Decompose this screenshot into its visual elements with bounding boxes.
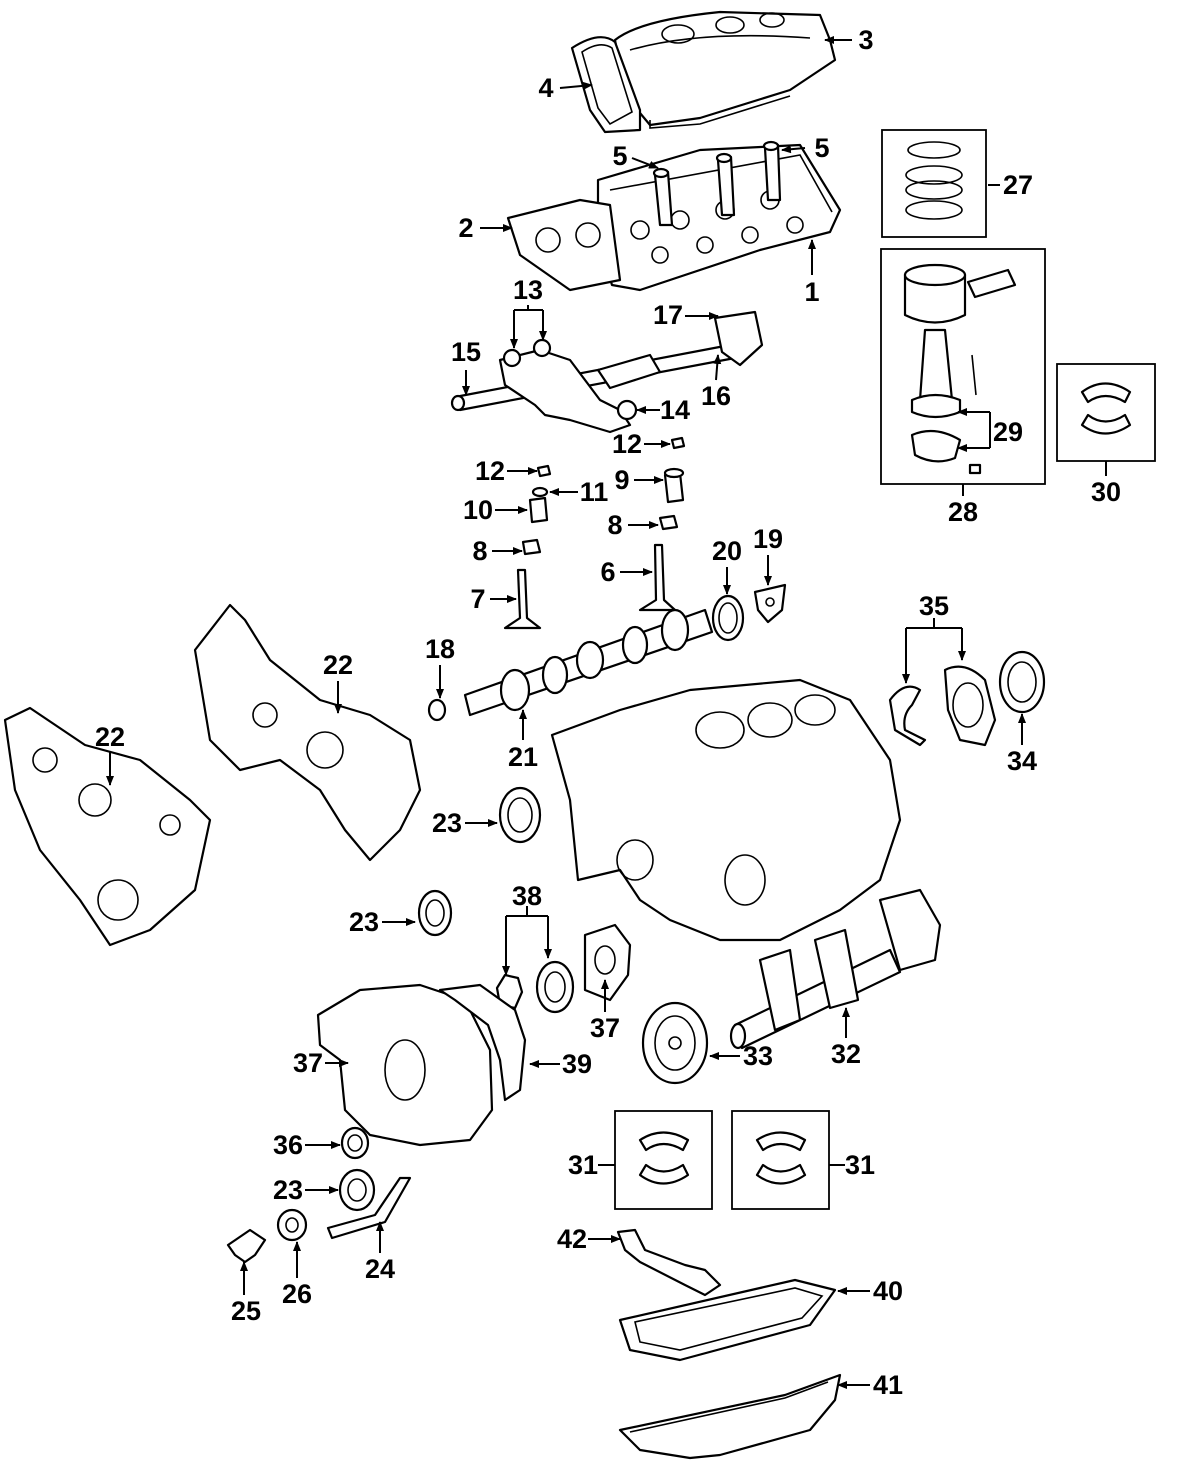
callout-19: 19: [753, 524, 783, 554]
inner-timing-cover-part: [193, 603, 422, 862]
callout-1: 1: [804, 277, 819, 307]
conrod-bearing-part: [1080, 382, 1132, 435]
callout-31-right: 31: [845, 1150, 875, 1180]
piston-rings-box: [881, 129, 987, 238]
head-gasket-part: [506, 198, 622, 292]
cam-plug-part: [427, 698, 447, 722]
callout-25: 25: [231, 1296, 261, 1326]
callout-5-left: 5: [612, 141, 627, 171]
callout-35: 35: [919, 591, 949, 621]
callout-38: 38: [512, 881, 542, 911]
callout-12-right: 12: [612, 429, 642, 459]
crank-sprocket-part: [417, 889, 453, 937]
camshaft-part: [463, 608, 714, 717]
callout-41: 41: [873, 1370, 903, 1400]
chain-guide-part: [326, 1176, 412, 1240]
rocker-arm-assembly-part: [450, 310, 764, 434]
callout-13: 13: [513, 275, 543, 305]
callout-42: 42: [557, 1224, 587, 1254]
callout-23-idler: 23: [273, 1175, 303, 1205]
callout-37-cover: 37: [293, 1048, 323, 1078]
camshaft-seal-part: [711, 594, 745, 642]
callout-17: 17: [653, 300, 683, 330]
crankshaft-damper-part: [641, 1001, 709, 1085]
callout-22-left: 22: [95, 722, 125, 752]
callout-31-left: 31: [568, 1150, 598, 1180]
bearing-box: [1056, 363, 1156, 462]
callout-37-pump: 37: [590, 1013, 620, 1043]
idler-pulley-part: [338, 1168, 376, 1212]
valve-cover-gasket-part: [570, 36, 642, 134]
engine-block-part: [550, 678, 902, 942]
callout-labels: 3 4 5 5 2 1 27 28 29 30 13 17 15 16 14 1…: [95, 25, 1121, 1400]
callout-24: 24: [365, 1254, 395, 1284]
valve-cover-part: [613, 10, 837, 129]
main-bearing-lower-part: [755, 1131, 807, 1185]
callout-15: 15: [451, 337, 481, 367]
callout-23-cam: 23: [432, 808, 462, 838]
tensioner-pulley-part: [276, 1208, 308, 1242]
piston-rings-part: [905, 141, 963, 220]
callout-29: 29: [993, 417, 1023, 447]
callout-18: 18: [425, 634, 455, 664]
callout-11: 11: [580, 477, 609, 507]
callout-8-right: 8: [607, 510, 622, 540]
callout-9: 9: [614, 465, 629, 495]
callout-12-left: 12: [475, 456, 505, 486]
callout-39: 39: [562, 1049, 592, 1079]
rear-main-seal-part: [998, 650, 1046, 714]
callout-20: 20: [712, 536, 742, 566]
main-bearings-box-right: [731, 1110, 830, 1210]
main-bearings-box-left: [614, 1110, 713, 1210]
intake-valve-part: [503, 568, 542, 630]
chain-tensioner-part: [226, 1228, 267, 1264]
crankshaft-part: [729, 888, 942, 1050]
callout-21: 21: [508, 742, 538, 772]
exhaust-valve-part: [638, 543, 677, 612]
main-bearing-upper-part: [638, 1131, 690, 1185]
valve-keepers-part: [536, 436, 686, 478]
oil-pan-gasket-part: [618, 1278, 837, 1362]
thrust-plate-part: [753, 583, 787, 624]
callout-2: 2: [458, 213, 473, 243]
callout-34: 34: [1007, 746, 1037, 776]
callout-30: 30: [1091, 477, 1121, 507]
callout-4: 4: [538, 73, 553, 103]
callout-32: 32: [831, 1039, 861, 1069]
spring-retainer-part: [521, 514, 679, 556]
rear-seal-retainer-part: [888, 665, 997, 747]
callout-7: 7: [470, 584, 485, 614]
callout-26: 26: [282, 1279, 312, 1309]
oil-pickup-tube-part: [616, 1228, 722, 1297]
spark-plug-tube-part: [652, 140, 782, 227]
outer-timing-cover-part: [3, 706, 212, 947]
callout-28: 28: [948, 497, 978, 527]
callout-23-crank: 23: [349, 907, 379, 937]
callout-36: 36: [273, 1130, 303, 1160]
callout-8-left: 8: [472, 536, 487, 566]
callout-27: 27: [1003, 170, 1033, 200]
callout-14: 14: [660, 395, 690, 425]
front-crank-seal-part: [340, 1126, 370, 1160]
oil-pan-part: [618, 1373, 842, 1460]
piston-assembly-part: [903, 263, 1017, 475]
oil-pump-part: [583, 923, 632, 1002]
callout-40: 40: [873, 1276, 903, 1306]
callout-22-right: 22: [323, 650, 353, 680]
callout-33: 33: [743, 1041, 773, 1071]
leader-lines: [106, 36, 1107, 1389]
valve-spring-part: [528, 467, 685, 524]
callout-5-right: 5: [814, 133, 829, 163]
callout-10: 10: [463, 495, 493, 525]
front-cover-gasket-part: [438, 983, 527, 1102]
callout-6: 6: [600, 557, 615, 587]
callout-3: 3: [858, 25, 873, 55]
cam-sprocket-part: [498, 786, 542, 844]
callout-16: 16: [701, 381, 731, 411]
